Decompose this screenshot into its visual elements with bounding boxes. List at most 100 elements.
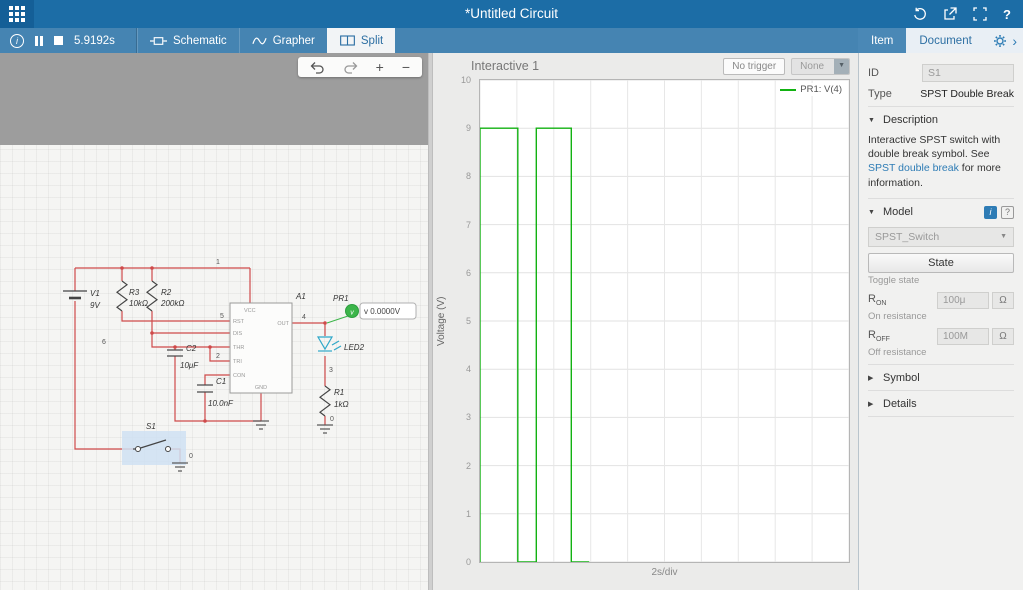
state-button[interactable]: State <box>868 253 1014 273</box>
properties-sidebar: ID S1 Type SPST Double Break ▼ Descripti… <box>858 53 1023 590</box>
settings-button[interactable] <box>990 28 1010 53</box>
grid-icon <box>9 6 25 22</box>
ron-caption: On resistance <box>868 311 1014 322</box>
component-led2[interactable]: LED2 <box>318 337 365 352</box>
schematic-panel[interactable]: V1 9V R3 10kΩ R2 200kΩ <box>0 53 428 590</box>
history-icon[interactable] <box>913 7 927 21</box>
component-r3[interactable]: R3 10kΩ <box>117 281 148 311</box>
model-info-icon[interactable]: i <box>984 206 997 219</box>
y-tick-label: 8 <box>441 171 471 181</box>
no-trigger-button[interactable]: No trigger <box>723 58 785 75</box>
zoom-in-icon[interactable]: + <box>376 60 384 74</box>
y-tick-label: 5 <box>441 316 471 326</box>
state-caption: Toggle state <box>868 275 1014 286</box>
net-label: 2 <box>216 353 220 360</box>
legend-swatch <box>780 89 796 91</box>
y-tick-label: 4 <box>441 364 471 374</box>
svg-text:A1: A1 <box>295 292 306 301</box>
sim-controls: i 5.9192s <box>0 28 136 53</box>
svg-text:PR1: PR1 <box>333 294 349 303</box>
grapher-plot[interactable]: PR1: V(4) <box>479 79 850 563</box>
ground-symbol[interactable] <box>253 421 269 429</box>
main-content: V1 9V R3 10kΩ R2 200kΩ <box>0 53 1023 590</box>
component-c2[interactable]: C2 10μF <box>167 344 199 370</box>
info-icon[interactable]: i <box>10 34 24 48</box>
ron-unit: Ω <box>992 292 1014 309</box>
component-r1[interactable]: R1 1kΩ <box>320 386 349 416</box>
svg-text:C1: C1 <box>216 377 226 386</box>
svg-text:1kΩ: 1kΩ <box>334 400 349 409</box>
roff-field[interactable]: 100M <box>937 328 989 345</box>
section-description[interactable]: ▼ Description <box>868 106 1014 132</box>
component-v1[interactable]: V1 9V <box>63 289 100 310</box>
svg-text:CON: CON <box>233 373 245 379</box>
svg-text:10.0nF: 10.0nF <box>208 399 234 408</box>
ground-symbol[interactable] <box>317 425 333 433</box>
undo-icon[interactable] <box>310 61 325 74</box>
app-menu-button[interactable] <box>0 0 34 28</box>
roff-row: ROFF 100M Ω <box>868 328 1014 345</box>
y-tick-label: 0 <box>441 557 471 567</box>
description-text: Interactive SPST switch with double brea… <box>868 133 1014 190</box>
grapher-panel: Interactive 1 No trigger None ▼ Voltage … <box>433 53 858 590</box>
expand-icon: ▶ <box>868 374 877 382</box>
pause-button[interactable] <box>35 36 43 46</box>
spst-double-break-link[interactable]: SPST double break <box>868 162 959 174</box>
schematic-icon <box>150 36 167 46</box>
stop-button[interactable] <box>54 36 63 45</box>
help-icon[interactable]: ? <box>1003 7 1011 22</box>
component-c1[interactable]: C1 10.0nF <box>197 377 234 408</box>
probe-pr1[interactable]: PR1 v v 0.0000V <box>327 294 416 323</box>
svg-text:v 0.0000V: v 0.0000V <box>364 307 401 316</box>
svg-text:RST: RST <box>233 319 245 325</box>
component-a1[interactable]: VCC RST DIS THR TRI CON OUT GND A1 <box>230 292 306 393</box>
model-help-icon[interactable]: ? <box>1001 206 1014 219</box>
canvas-toolbar: + − <box>298 57 422 77</box>
ron-field[interactable]: 100μ <box>937 292 989 309</box>
collapse-panel-icon[interactable]: › <box>1010 28 1023 53</box>
tab-document[interactable]: Document <box>906 28 984 53</box>
svg-text:V1: V1 <box>90 289 100 298</box>
section-model[interactable]: ▼ Model i ? <box>868 198 1014 225</box>
y-tick-label: 9 <box>441 123 471 133</box>
y-tick-label: 10 <box>441 75 471 85</box>
gear-icon <box>993 34 1007 48</box>
section-details[interactable]: ▶ Details <box>868 390 1014 417</box>
section-symbol[interactable]: ▶ Symbol <box>868 364 1014 390</box>
tab-split[interactable]: Split <box>327 28 395 53</box>
svg-text:LED2: LED2 <box>344 343 365 352</box>
schematic-canvas[interactable]: V1 9V R3 10kΩ R2 200kΩ <box>0 53 428 590</box>
simulation-time: 5.9192s <box>74 35 126 47</box>
collapse-icon: ▼ <box>868 209 877 216</box>
y-tick-label: 3 <box>441 412 471 422</box>
svg-text:R2: R2 <box>161 288 172 297</box>
svg-text:10μF: 10μF <box>180 361 199 370</box>
legend-label: PR1: V(4) <box>800 84 842 95</box>
export-icon[interactable] <box>943 7 957 21</box>
grapher-icon <box>252 36 267 46</box>
id-field[interactable]: S1 <box>922 64 1014 82</box>
svg-text:200kΩ: 200kΩ <box>160 299 184 308</box>
tab-grapher[interactable]: Grapher <box>239 28 327 53</box>
view-tabs: Schematic Grapher Split <box>137 28 395 53</box>
zoom-out-icon[interactable]: − <box>402 60 410 74</box>
component-s1[interactable]: S1 <box>122 422 186 465</box>
tab-item[interactable]: Item <box>858 28 906 53</box>
component-r2[interactable]: R2 200kΩ <box>147 281 184 311</box>
tab-schematic[interactable]: Schematic <box>137 28 239 53</box>
fullscreen-icon[interactable] <box>973 7 987 21</box>
svg-text:S1: S1 <box>146 422 156 431</box>
id-label: ID <box>868 67 879 79</box>
svg-text:9V: 9V <box>90 301 100 310</box>
type-value: SPST Double Break <box>920 88 1014 100</box>
svg-text:VCC: VCC <box>244 308 256 314</box>
id-row: ID S1 <box>868 64 1014 82</box>
top-bar-actions: ? <box>913 7 1023 22</box>
ron-row: RON 100μ Ω <box>868 292 1014 309</box>
svg-text:OUT: OUT <box>277 321 289 327</box>
redo-icon[interactable] <box>343 61 358 74</box>
sidebar-tabs: Item Document › <box>858 28 1023 53</box>
trigger-source-select[interactable]: None ▼ <box>791 58 850 75</box>
model-select[interactable]: SPST_Switch ▼ <box>868 227 1014 247</box>
split-icon <box>340 35 355 46</box>
